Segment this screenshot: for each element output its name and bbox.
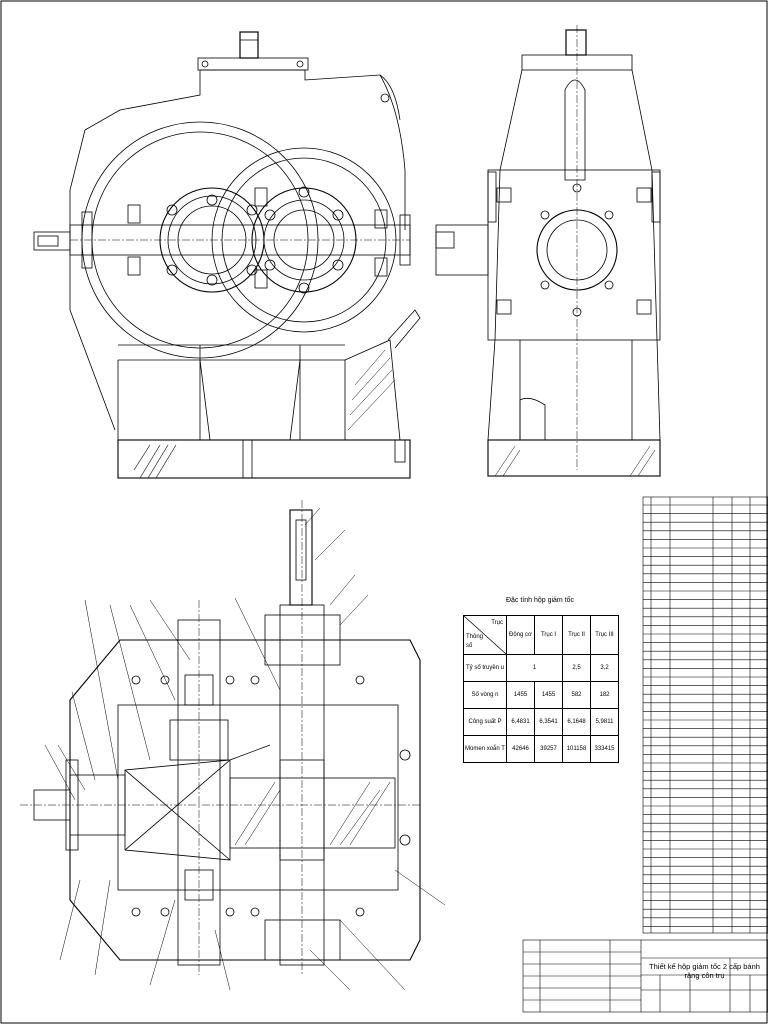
spec-table: Trục Thông số Động cơ Trục I Trục II Trụ… (463, 615, 619, 763)
title-block (522, 939, 768, 1013)
drawing-title: Thiết kế hộp giảm tốc 2 cấp bánh răng cô… (649, 962, 760, 980)
spec-cell: 1455 (534, 681, 563, 709)
front-view (33, 31, 421, 479)
spec-row-ratio: Tỷ số truyền u 1 2,5 3,2 (463, 654, 619, 682)
row-label: Momen xoắn T (463, 735, 507, 763)
corner-diagonal (464, 616, 506, 654)
spec-cell: 39257 (534, 735, 563, 763)
side-view (435, 25, 661, 477)
spec-cell: 1455 (506, 681, 535, 709)
spec-row-speed: Số vòng n 1455 1455 582 182 (463, 681, 619, 709)
row-label: Tỷ số truyền u (463, 654, 507, 682)
corner-top-label: Trục (491, 620, 503, 626)
spec-corner-cell: Trục Thông số (463, 615, 507, 655)
spec-cell: 6,1648 (562, 708, 591, 736)
col-header-motor: Động cơ (506, 615, 535, 655)
col-header-shaft-3: Trục III (590, 615, 619, 655)
col-header-shaft-2: Trục II (562, 615, 591, 655)
corner-bottom-label: Thông số (466, 634, 484, 649)
spec-cell: 5,9811 (590, 708, 619, 736)
parts-list (642, 496, 768, 934)
spec-cell: 3,2 (590, 654, 619, 682)
plan-section-view (20, 500, 446, 991)
spec-row-power: Công suất P 6,4831 6,3541 6,1648 5,9811 (463, 708, 619, 736)
spec-table-title: Đặc tính hộp giảm tốc (505, 597, 575, 604)
row-label: Số vòng n (463, 681, 507, 709)
row-label: Công suất P (463, 708, 507, 736)
spec-cell: 6,4831 (506, 708, 535, 736)
spec-cell: 333415 (590, 735, 619, 763)
spec-cell: 6,3541 (534, 708, 563, 736)
spec-cell: 2,5 (562, 654, 591, 682)
spec-header-row: Trục Thông số Động cơ Trục I Trục II Trụ… (463, 615, 619, 655)
spec-cell: 182 (590, 681, 619, 709)
spec-row-torque: Momen xoắn T 42646 39257 101158 333415 (463, 735, 619, 763)
col-header-shaft-1: Trục I (534, 615, 563, 655)
spec-cell: 582 (562, 681, 591, 709)
spec-cell: 42646 (506, 735, 535, 763)
spec-cell: 101158 (562, 735, 591, 763)
spec-cell: 1 (506, 654, 563, 682)
